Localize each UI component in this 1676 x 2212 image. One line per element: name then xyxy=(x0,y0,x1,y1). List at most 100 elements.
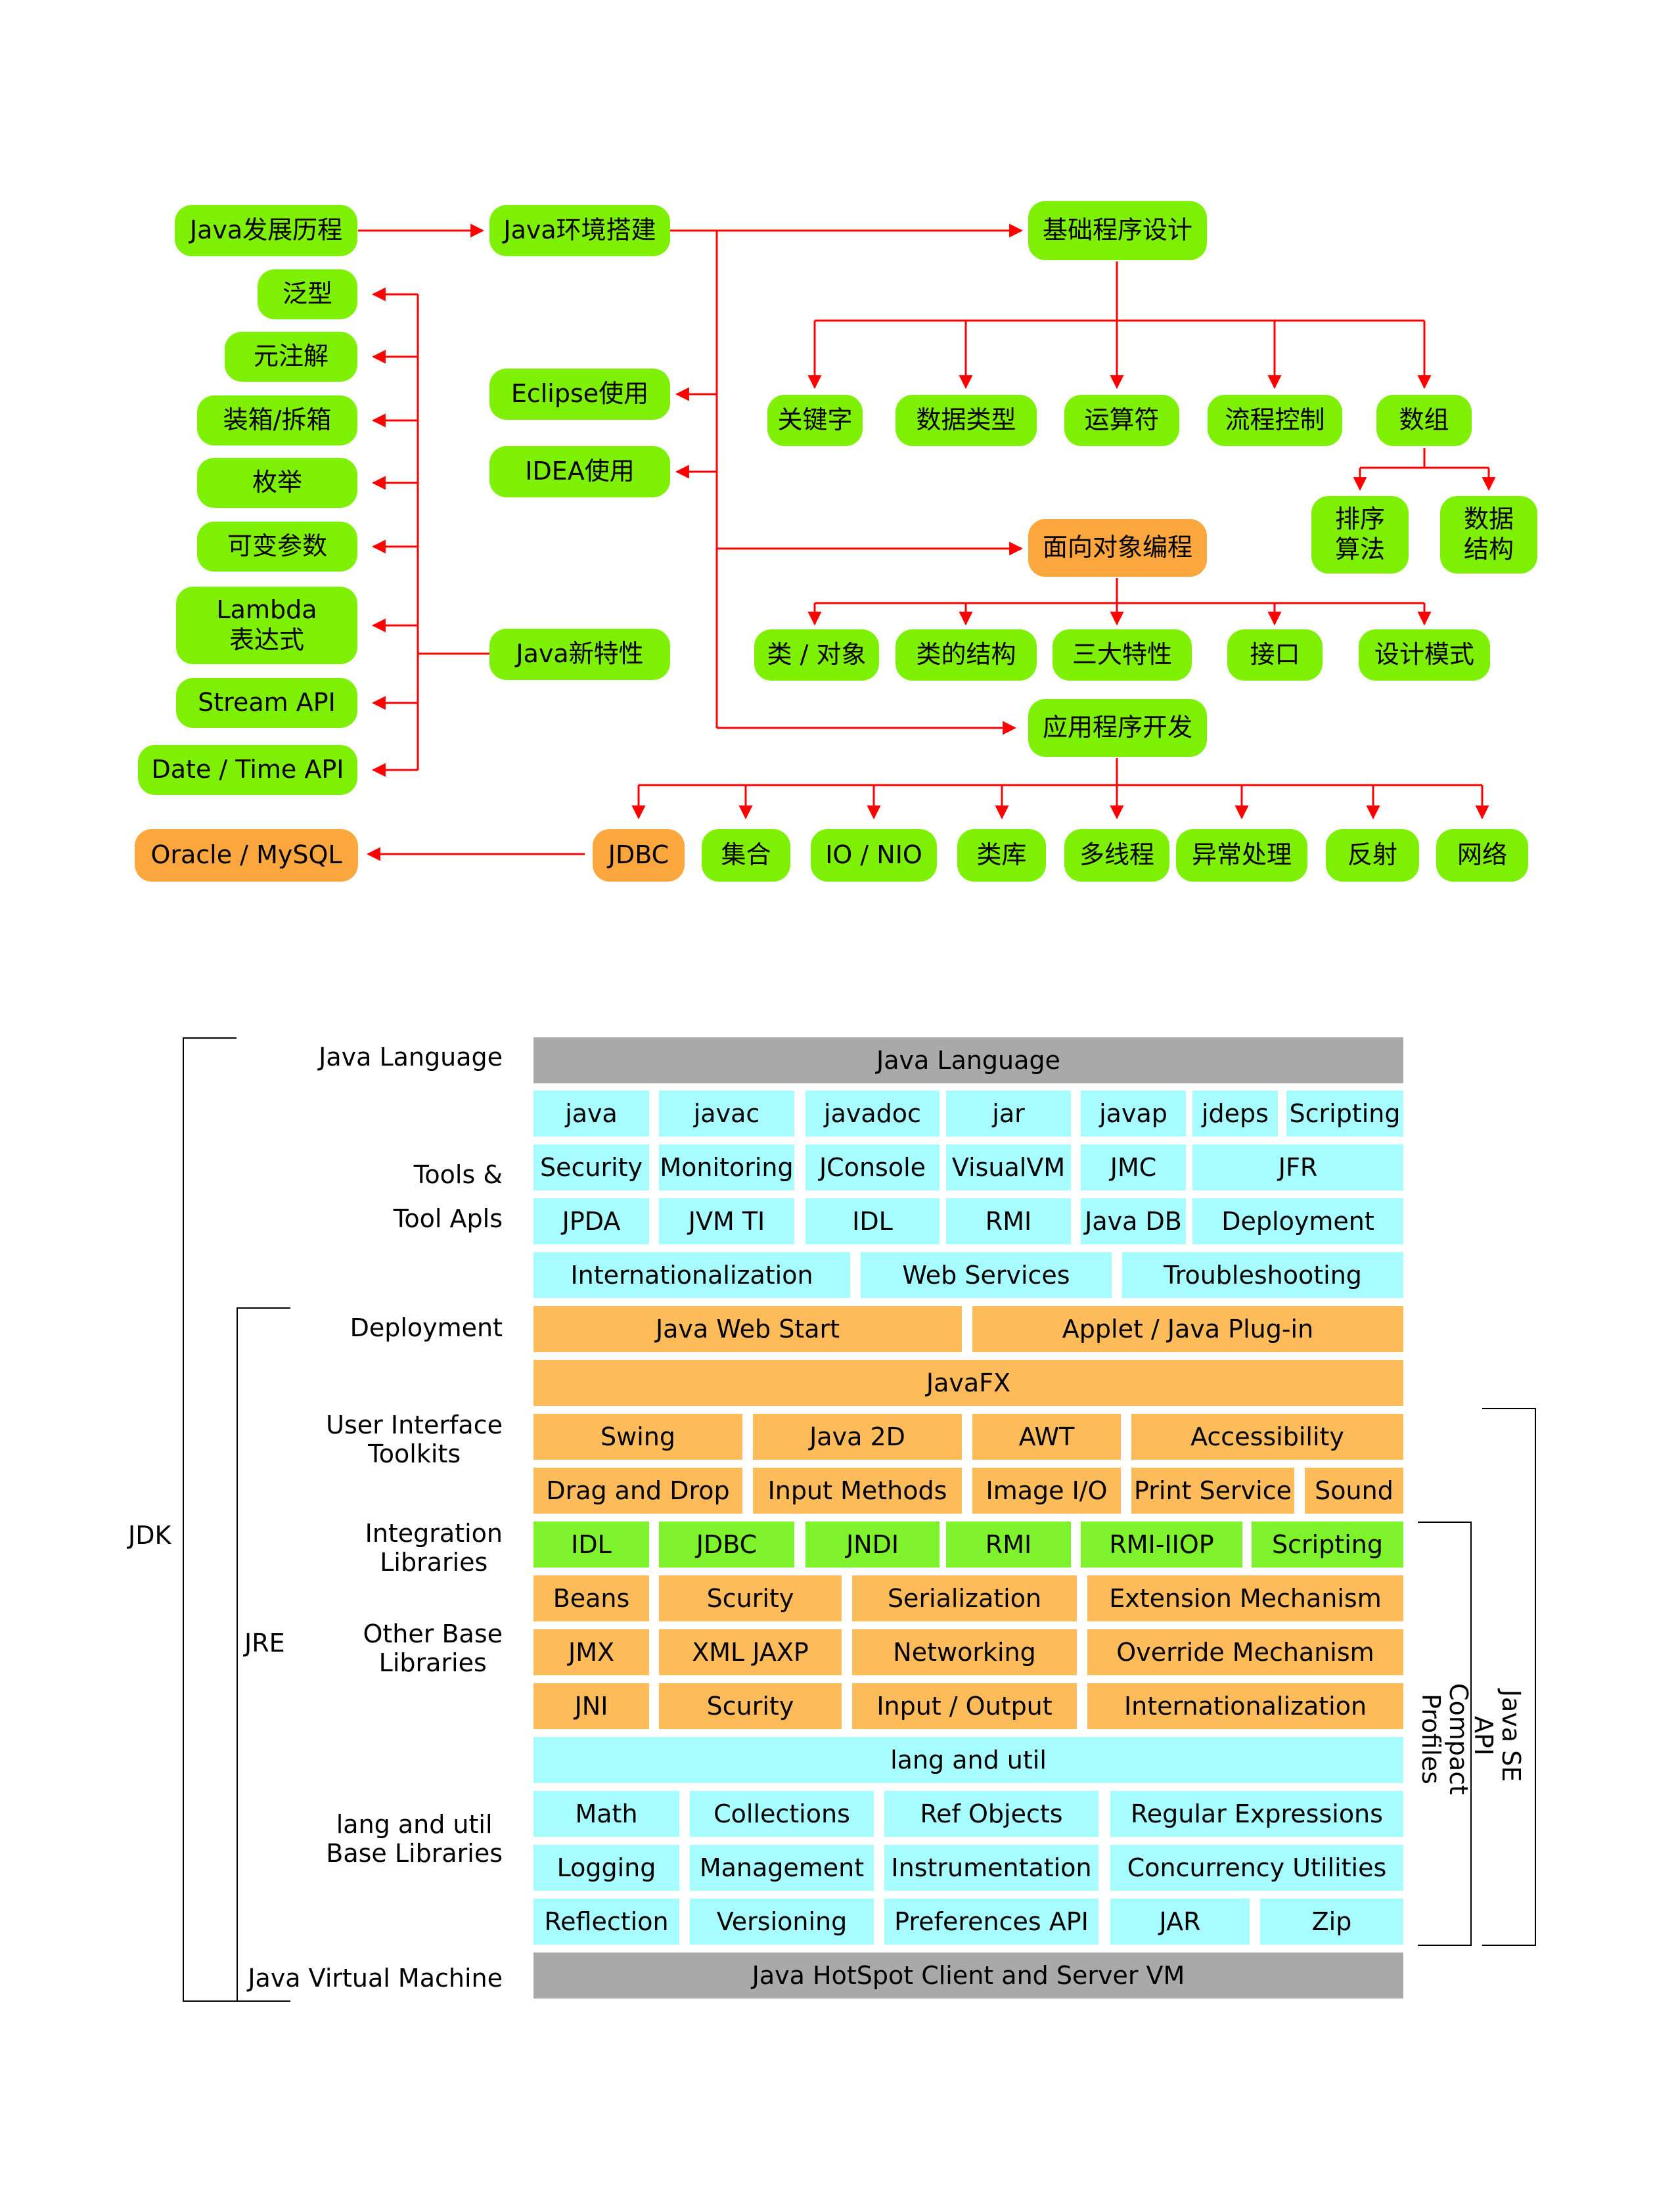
node-keywords: 关键字 xyxy=(767,395,863,446)
node-new-features: Java新特性 xyxy=(489,629,670,680)
ui-java2d: Java 2D xyxy=(753,1414,962,1460)
lang-ref-objects: Ref Objects xyxy=(884,1791,1098,1837)
node-collections: 集合 xyxy=(702,829,790,882)
lang-collections: Collections xyxy=(690,1791,874,1837)
other-internationalization: Internationalization xyxy=(1087,1683,1403,1729)
compact-profiles-bracket xyxy=(1418,1522,1472,1946)
tools-line-1: Tools & xyxy=(413,1160,503,1189)
other-extension-mechanism: Extension Mechanism xyxy=(1087,1575,1403,1621)
lang-logging: Logging xyxy=(533,1845,679,1891)
node-exception-handling: 异常处理 xyxy=(1176,829,1307,882)
tool-jar: jar xyxy=(946,1091,1071,1137)
lang-line-1: lang and util xyxy=(336,1810,493,1839)
ui-swing: Swing xyxy=(533,1414,742,1460)
roadmap-connectors xyxy=(358,223,1496,861)
node-basic-programming: 基础程序设计 xyxy=(1028,201,1207,260)
node-class-library: 类库 xyxy=(957,829,1046,882)
node-datatypes: 数据类型 xyxy=(895,395,1037,446)
tool-visualvm: VisualVM xyxy=(946,1144,1071,1190)
lang-instrumentation: Instrumentation xyxy=(884,1845,1098,1891)
java-se-api-bracket xyxy=(1482,1408,1536,1946)
lambda-line-1: Lambda xyxy=(216,595,317,625)
other-beans: Beans xyxy=(533,1575,649,1621)
jdk-label: JDK xyxy=(128,1521,171,1550)
lang-util-bar: lang and util xyxy=(533,1737,1403,1783)
label-ui-toolkits: User Interface Toolkits xyxy=(326,1411,503,1468)
tool-web-services: Web Services xyxy=(861,1252,1112,1298)
other-line-1: Other Base xyxy=(363,1619,503,1648)
label-other-base-libraries: Other Base Libraries xyxy=(363,1619,503,1677)
se-api-line-2: API xyxy=(1469,1715,1499,1756)
node-design-patterns: 设计模式 xyxy=(1359,629,1490,681)
node-array: 数组 xyxy=(1376,395,1472,446)
other-jni: JNI xyxy=(533,1683,649,1729)
integration-scripting: Scripting xyxy=(1252,1522,1403,1568)
se-api-line-1: Java SE xyxy=(1497,1689,1526,1782)
node-java-env: Java环境搭建 xyxy=(489,205,670,256)
tool-monitoring: Monitoring xyxy=(659,1144,794,1190)
label-lang-util: lang and util Base Libraries xyxy=(326,1810,503,1868)
tool-jfr: JFR xyxy=(1192,1144,1403,1190)
other-xml-jaxp: XML JAXP xyxy=(659,1629,842,1675)
integration-rmi-iiop: RMI-IIOP xyxy=(1081,1522,1242,1568)
lang-line-2: Base Libraries xyxy=(326,1838,503,1868)
node-app-development: 应用程序开发 xyxy=(1028,699,1207,757)
node-class-object: 类 / 对象 xyxy=(754,629,879,681)
tool-jmc: JMC xyxy=(1081,1144,1186,1190)
node-jdbc: JDBC xyxy=(593,829,685,882)
ui-sound: Sound xyxy=(1305,1468,1403,1514)
tools-line-2: Tool Apls xyxy=(393,1204,503,1233)
tool-jpda: JPDA xyxy=(533,1198,649,1244)
jre-label: JRE xyxy=(244,1629,285,1658)
node-flow-control: 流程控制 xyxy=(1208,395,1342,446)
deploy-applet-plugin: Applet / Java Plug-in xyxy=(972,1306,1403,1352)
node-network: 网络 xyxy=(1436,829,1528,882)
other-jmx: JMX xyxy=(533,1629,649,1675)
jre-bracket xyxy=(237,1307,290,2002)
tool-internationalization: Internationalization xyxy=(533,1252,850,1298)
node-operators: 运算符 xyxy=(1064,395,1179,446)
label-tools: Tools & Tool Apls xyxy=(394,1153,503,1240)
tool-javac: javac xyxy=(659,1091,794,1137)
lang-concurrency: Concurrency Utilities xyxy=(1110,1845,1403,1891)
integration-jndi: JNDI xyxy=(805,1522,940,1568)
tool-javap: javap xyxy=(1081,1091,1186,1137)
node-lambda: Lambda 表达式 xyxy=(176,587,357,664)
ui-awt: AWT xyxy=(972,1414,1121,1460)
node-varargs: 可变参数 xyxy=(197,522,357,572)
label-java-language: Java Language xyxy=(319,1043,503,1072)
compact-profiles-label: Compact Profiles xyxy=(1416,1680,1473,1798)
integration-idl: IDL xyxy=(533,1522,649,1568)
label-deployment: Deployment xyxy=(350,1313,503,1342)
deploy-java-web-start: Java Web Start xyxy=(533,1306,962,1352)
other-security: Scurity xyxy=(659,1575,842,1621)
node-generics: 泛型 xyxy=(258,269,357,319)
java-language-bar: Java Language xyxy=(533,1037,1403,1083)
ui-input-methods: Input Methods xyxy=(753,1468,962,1514)
other-line-2: Libraries xyxy=(378,1648,487,1677)
compact-line-1: Compact xyxy=(1444,1683,1473,1795)
node-datetime-api: Date / Time API xyxy=(138,745,357,795)
ui-image-io: Image I/O xyxy=(972,1468,1121,1514)
lang-jar: JAR xyxy=(1110,1899,1250,1945)
label-jvm: Java Virtual Machine xyxy=(248,1964,503,1993)
node-oracle-mysql: Oracle / MySQL xyxy=(135,829,358,882)
label-integration-libraries: Integration Libraries xyxy=(365,1519,503,1577)
ui-line-1: User Interface xyxy=(326,1411,503,1439)
node-three-features: 三大特性 xyxy=(1053,629,1192,681)
tool-jconsole: JConsole xyxy=(805,1144,940,1190)
lang-management: Management xyxy=(690,1845,874,1891)
other-security-2: Scurity xyxy=(659,1683,842,1729)
tool-deployment: Deployment xyxy=(1192,1198,1403,1244)
tool-idl: IDL xyxy=(805,1198,940,1244)
ui-accessibility: Accessibility xyxy=(1131,1414,1403,1460)
tool-javadb: Java DB xyxy=(1081,1198,1186,1244)
javafx-bar: JavaFX xyxy=(533,1360,1403,1406)
ui-drag-drop: Drag and Drop xyxy=(533,1468,742,1514)
ds-line-2: 结构 xyxy=(1463,535,1514,564)
lang-regex: Regular Expressions xyxy=(1110,1791,1403,1837)
tool-troubleshooting: Troubleshooting xyxy=(1122,1252,1403,1298)
node-interface: 接口 xyxy=(1227,629,1323,681)
java-se-api-label: Java SE API xyxy=(1469,1677,1526,1795)
integration-rmi: RMI xyxy=(946,1522,1071,1568)
